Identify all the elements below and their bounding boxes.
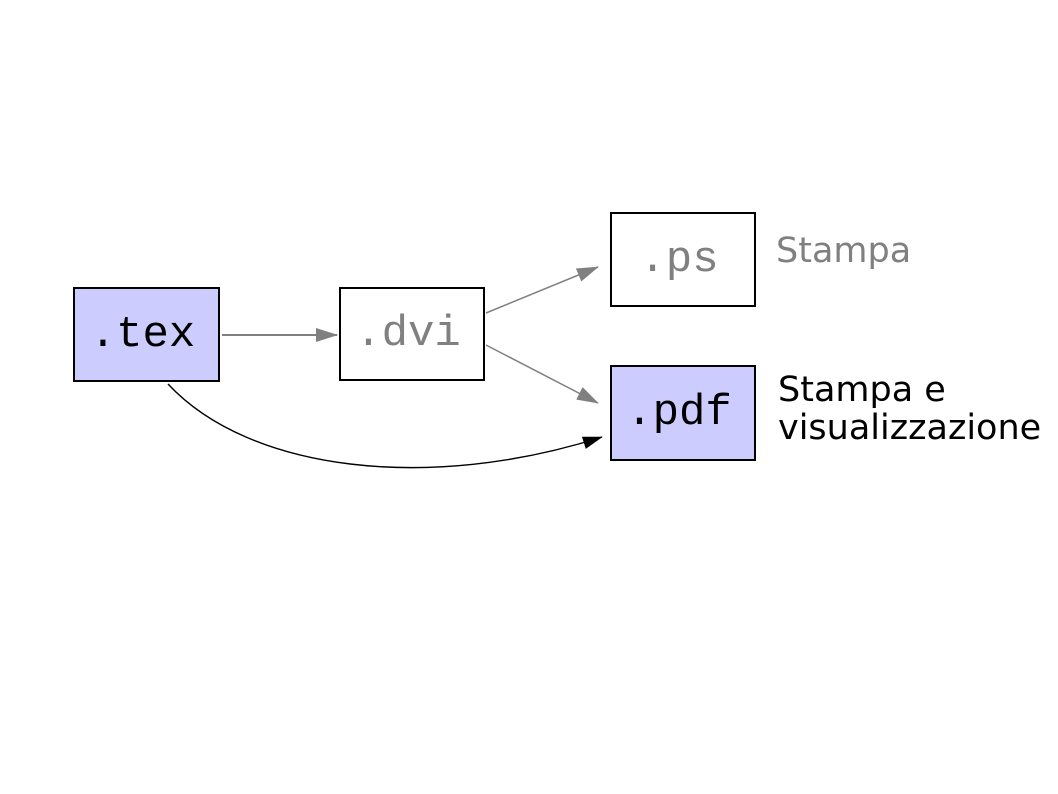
edge-dvi-to-ps-arrow [485, 266, 599, 314]
node-ps: .ps [610, 212, 756, 307]
node-tex: .tex [73, 287, 220, 382]
node-ps-label: .ps [639, 234, 719, 285]
node-pdf-label: .pdf [626, 388, 732, 438]
edge-dvi-to-pdf-arrow [485, 344, 599, 404]
node-tex-label: .tex [89, 309, 196, 360]
edge-tex-to-pdf-curved-arrow [167, 383, 603, 469]
annotation-stampa: Stampa [776, 231, 912, 271]
node-dvi: .dvi [339, 287, 485, 381]
node-dvi-label: .dvi [355, 309, 461, 359]
node-pdf: .pdf [610, 365, 756, 461]
annotation-stampa-e-visualizzazione: Stampa e visualizzazione [778, 370, 1042, 448]
